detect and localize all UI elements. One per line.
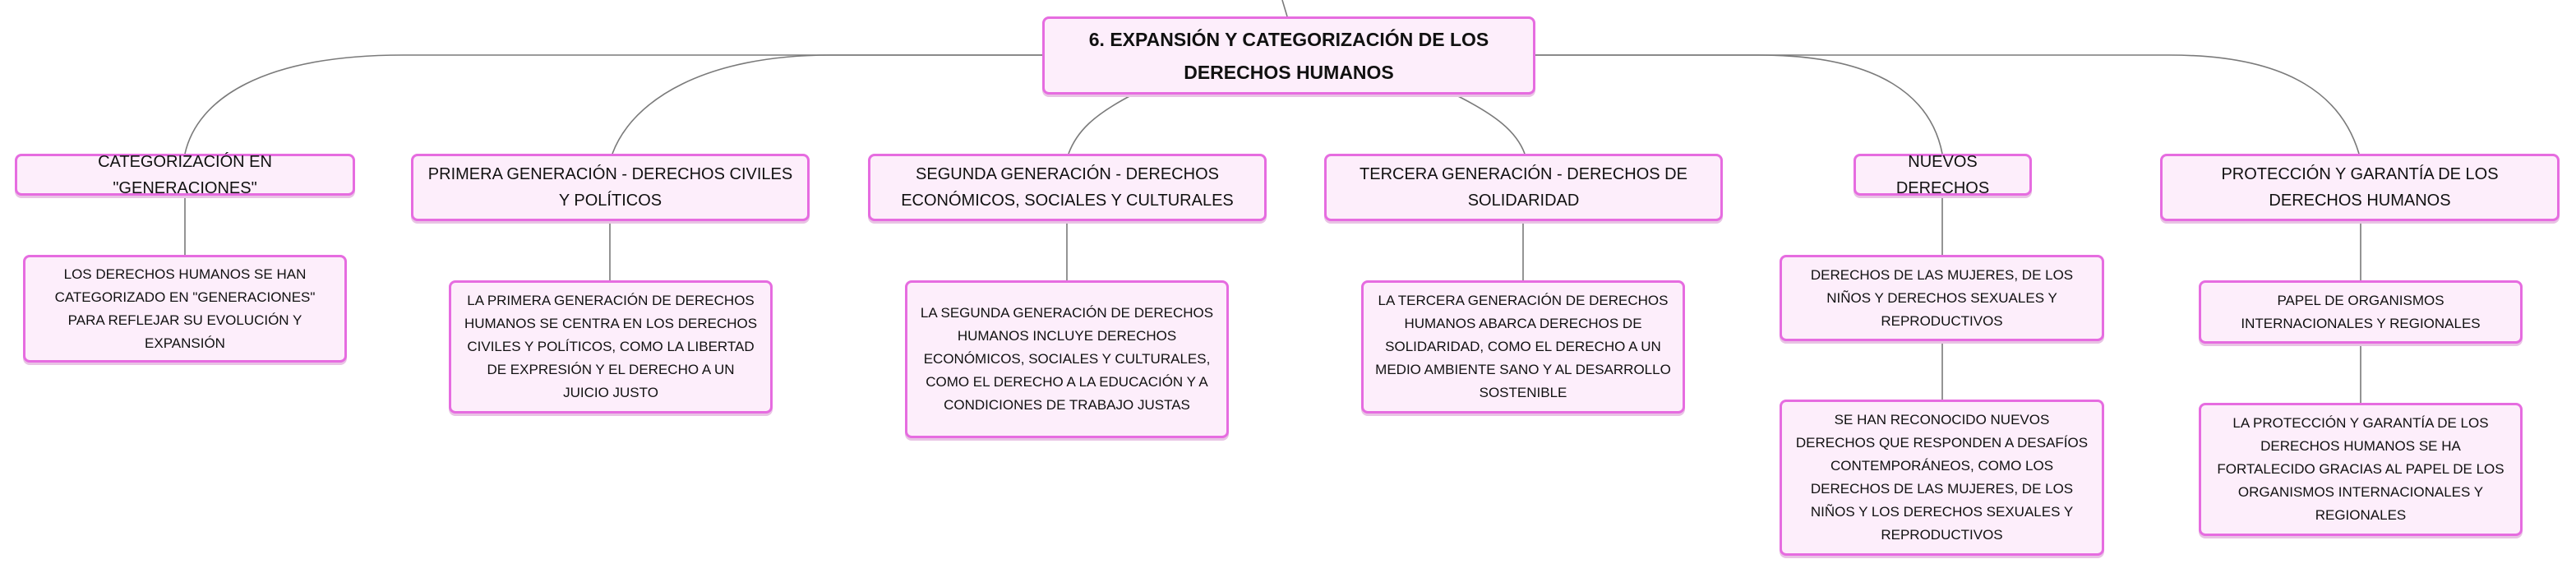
root-title: 6. EXPANSIÓN Y CATEGORIZACIÓN DE LOS DER…	[1088, 28, 1489, 83]
leaf-nuevos-derechos-description[interactable]: SE HAN RECONOCIDO NUEVOS DERECHOS QUE RE…	[1780, 400, 2104, 556]
connector-parent	[1281, 0, 1288, 17]
branch-label: NUEVOS DERECHOS	[1895, 152, 1990, 197]
leaf-text: LOS DERECHOS HUMANOS SE HAN CATEGORIZADO…	[54, 266, 316, 351]
connector-root-branch-3	[1068, 94, 1133, 155]
branch-segunda-generacion[interactable]: SEGUNDA GENERACIÓN - DERECHOS ECONÓMICOS…	[868, 154, 1267, 221]
leaf-tercera-generacion-description[interactable]: LA TERCERA GENERACIÓN DE DERECHOS HUMANO…	[1361, 280, 1685, 414]
connector-root-branch-5	[1535, 54, 1943, 155]
branch-categorizacion[interactable]: CATEGORIZACIÓN EN "GENERACIONES"	[15, 153, 355, 197]
leaf-text: LA PROTECCIÓN Y GARANTÍA DE LOS DERECHOS…	[2217, 415, 2504, 523]
leaf-proteccion-organismos[interactable]: PAPEL DE ORGANISMOS INTERNACIONALES Y RE…	[2199, 280, 2523, 344]
leaf-text: LA TERCERA GENERACIÓN DE DERECHOS HUMANO…	[1375, 293, 1671, 400]
branch-label: TERCERA GENERACIÓN - DERECHOS DE SOLIDAR…	[1360, 165, 1687, 210]
leaf-text: PAPEL DE ORGANISMOS INTERNACIONALES Y RE…	[2241, 292, 2481, 331]
root-node[interactable]: 6. EXPANSIÓN Y CATEGORIZACIÓN DE LOS DER…	[1042, 16, 1535, 95]
leaf-primera-generacion-description[interactable]: LA PRIMERA GENERACIÓN DE DERECHOS HUMANO…	[449, 280, 773, 414]
branch-label: SEGUNDA GENERACIÓN - DERECHOS ECONÓMICOS…	[901, 165, 1234, 210]
leaf-text: DERECHOS DE LAS MUJERES, DE LOS NIÑOS Y …	[1810, 266, 2074, 329]
leaf-text: LA SEGUNDA GENERACIÓN DE DERECHOS HUMANO…	[920, 305, 1214, 413]
leaf-nuevos-derechos-list[interactable]: DERECHOS DE LAS MUJERES, DE LOS NIÑOS Y …	[1780, 255, 2104, 341]
leaf-text: SE HAN RECONOCIDO NUEVOS DERECHOS QUE RE…	[1795, 412, 2089, 543]
branch-proteccion-garantia[interactable]: PROTECCIÓN Y GARANTÍA DE LOS DERECHOS HU…	[2160, 154, 2560, 221]
leaf-segunda-generacion-description[interactable]: LA SEGUNDA GENERACIÓN DE DERECHOS HUMANO…	[905, 280, 1229, 438]
branch-label: CATEGORIZACIÓN EN "GENERACIONES"	[98, 152, 272, 197]
branch-tercera-generacion[interactable]: TERCERA GENERACIÓN - DERECHOS DE SOLIDAR…	[1324, 154, 1723, 221]
branch-primera-generacion[interactable]: PRIMERA GENERACIÓN - DERECHOS CIVILES Y …	[411, 154, 810, 221]
leaf-categorizacion-description[interactable]: LOS DERECHOS HUMANOS SE HAN CATEGORIZADO…	[23, 255, 347, 363]
branch-label: PROTECCIÓN Y GARANTÍA DE LOS DERECHOS HU…	[2221, 165, 2499, 210]
branch-nuevos-derechos[interactable]: NUEVOS DERECHOS	[1854, 153, 2032, 197]
connector-root-branch-4	[1454, 94, 1526, 155]
leaf-text: LA PRIMERA GENERACIÓN DE DERECHOS HUMANO…	[464, 293, 758, 400]
connector-root-branch-2	[612, 54, 1042, 155]
connector-root-branch-1	[184, 54, 1042, 155]
branch-label: PRIMERA GENERACIÓN - DERECHOS CIVILES Y …	[427, 165, 793, 210]
connector-root-branch-6	[1535, 54, 2360, 155]
leaf-proteccion-description[interactable]: LA PROTECCIÓN Y GARANTÍA DE LOS DERECHOS…	[2199, 403, 2523, 536]
